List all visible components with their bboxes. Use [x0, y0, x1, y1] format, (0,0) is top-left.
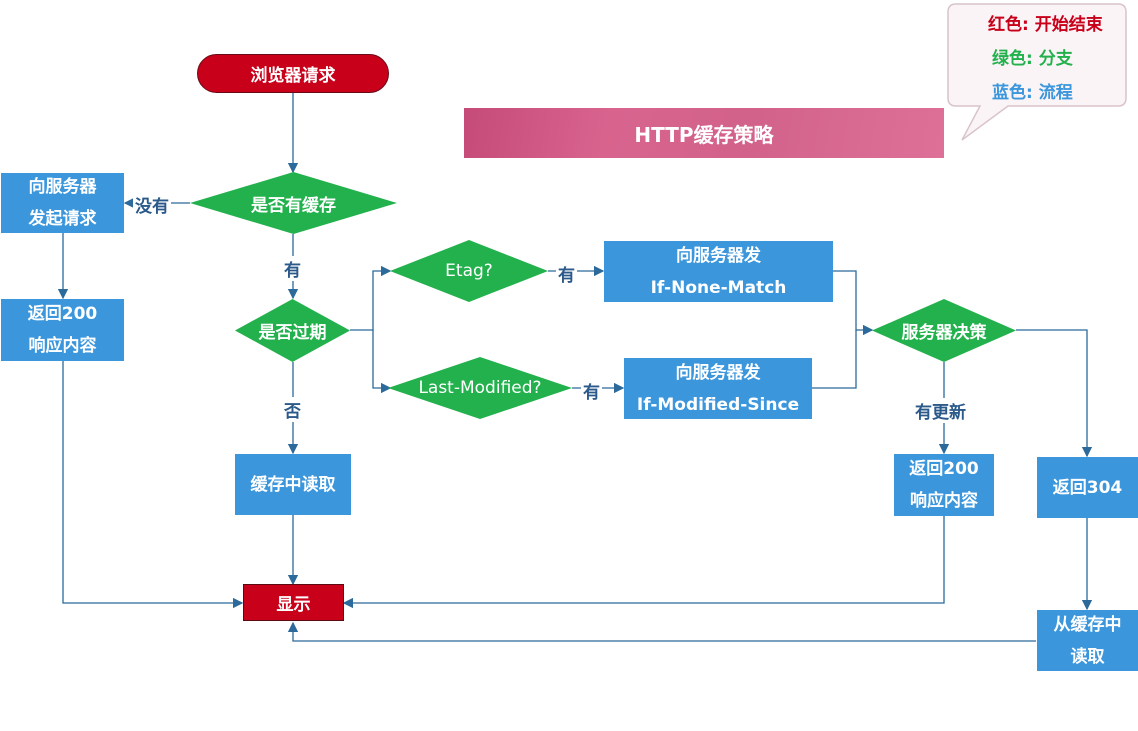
edge-label-not-expired: 否: [282, 397, 303, 422]
edge-200-to-display: [62, 361, 244, 609]
process-send-if-none-match: 向服务器发 If-None-Match: [604, 241, 833, 302]
edge-expired-to-lm: [372, 330, 392, 394]
edge-decision-to-304: [1016, 329, 1093, 458]
process-request-server: 向服务器 发起请求: [1, 173, 124, 233]
edge-label-no-cache: 没有: [133, 192, 171, 217]
edge-label-lm-yes: 有: [581, 378, 602, 403]
edge-label-etag-yes: 有: [556, 261, 577, 286]
edge-ims-to-decision: [812, 330, 857, 389]
edge-inm-to-decision: [833, 270, 874, 336]
process-return200-left: 返回200 响应内容: [1, 299, 124, 361]
legend-callout: 红色: 开始结束 绿色: 分支 蓝色: 流程: [946, 2, 1128, 142]
edge-label-has-cache: 有: [282, 256, 303, 281]
decision-is-expired: 是否过期: [235, 299, 350, 362]
process-send-if-modified-since: 向服务器发 If-Modified-Since: [624, 358, 812, 419]
legend-red: 红色: 开始结束: [988, 15, 1103, 35]
process-return304: 返回304: [1037, 457, 1138, 518]
start-browser-request: 浏览器请求: [197, 54, 389, 93]
process-read-cache: 缓存中读取: [235, 454, 351, 515]
edge-read-to-display: [287, 621, 1036, 642]
legend-green: 绿色: 分支: [992, 49, 1073, 69]
decision-has-cache: 是否有缓存: [190, 172, 397, 234]
edge-expired-to-etag: [350, 265, 392, 331]
decision-etag: Etag?: [390, 240, 548, 302]
legend-blue: 蓝色: 流程: [992, 83, 1073, 103]
diagram-title: HTTP缓存策略: [464, 108, 944, 158]
process-return200-right: 返回200 响应内容: [894, 454, 994, 516]
decision-server-decision: 服务器决策: [872, 299, 1016, 362]
decision-last-modified: Last-Modified?: [388, 357, 572, 419]
process-read-from-cache: 从缓存中 读取: [1037, 610, 1138, 671]
end-display: 显示: [243, 584, 344, 621]
edge-label-updated: 有更新: [913, 398, 968, 423]
edge-200-right-to-display: [342, 516, 945, 609]
